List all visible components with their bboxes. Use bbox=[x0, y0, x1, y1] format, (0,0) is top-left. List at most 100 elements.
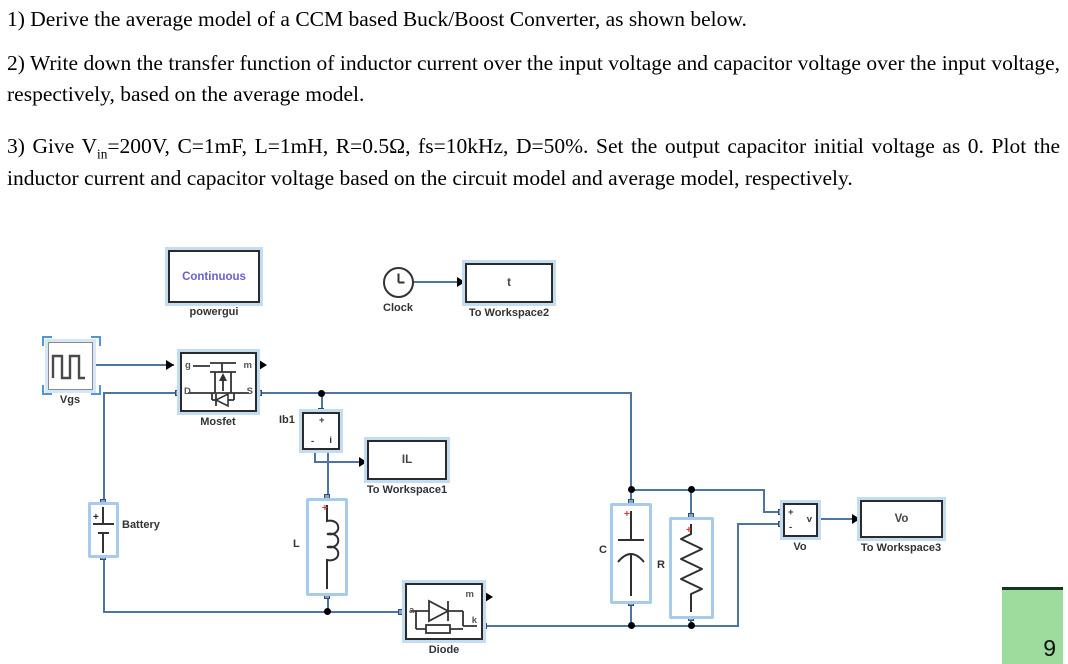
mosfet-block: g m D S bbox=[180, 352, 257, 412]
battery-block: + bbox=[88, 502, 119, 558]
wire-mosfet-d-v bbox=[103, 392, 105, 503]
to-workspace2-block: t bbox=[465, 263, 553, 303]
vin-subscript: in bbox=[97, 145, 108, 161]
wire-vo-plus-v bbox=[763, 489, 765, 513]
ib1-port-plus: + bbox=[319, 415, 325, 426]
capacitor-label: C bbox=[599, 544, 607, 556]
capacitor-plus-mark: + bbox=[624, 509, 630, 520]
diode-block: m a k bbox=[405, 583, 483, 640]
to-workspace1-block: IL bbox=[367, 440, 447, 480]
junction-dot bbox=[628, 486, 635, 493]
problem-item-2: 2) Write down the transfer function of i… bbox=[7, 51, 1060, 107]
battery-label: Battery bbox=[122, 519, 160, 531]
problem-item-3: 3) Give Vin=200V, C=1mF, L=1mH, R=0.5Ω, … bbox=[7, 131, 1060, 195]
wire-r-bottom bbox=[690, 616, 692, 627]
clock-block bbox=[383, 267, 414, 298]
inductor-plus-mark: + bbox=[322, 503, 328, 514]
to-workspace2-label: To Workspace2 bbox=[468, 307, 550, 319]
ib1-label: Ib1 bbox=[279, 414, 295, 426]
inductor-label: L bbox=[293, 538, 300, 550]
wire-bottom-right-rail bbox=[483, 625, 739, 627]
page-number-box: 9 bbox=[1002, 587, 1063, 664]
resistor-block: + bbox=[669, 517, 714, 619]
junction-dot bbox=[688, 622, 695, 629]
junction-dot bbox=[324, 608, 331, 615]
wire-top-right-rail bbox=[630, 489, 765, 491]
mosfet-port-s: S bbox=[246, 386, 253, 397]
diode-label: Diode bbox=[428, 644, 460, 656]
mosfet-m-port-arrow bbox=[259, 360, 267, 370]
arrow-into-to-workspace3 bbox=[852, 514, 860, 524]
wire-ib1-signal-v bbox=[314, 449, 316, 463]
problem-text: 1) Derive the average model of a CCM bas… bbox=[7, 4, 1060, 207]
to-workspace3-variable: Vo bbox=[894, 513, 909, 525]
ib1-port-i: i bbox=[329, 435, 332, 446]
mosfet-port-m: m bbox=[243, 360, 252, 371]
current-measurement-block: + - i bbox=[302, 412, 340, 450]
wire-vgs-to-mosfet bbox=[92, 364, 174, 366]
diode-port-k: k bbox=[471, 615, 477, 626]
problem-item-3-post: =200V, C=1mF, L=1mH, R=0.5Ω, fs=10kHz, D… bbox=[7, 133, 1061, 191]
clock-icon bbox=[397, 273, 405, 284]
wire-vo-minus-v bbox=[737, 523, 739, 627]
selection-corner-icon bbox=[42, 336, 52, 346]
wire-ib1-signal-h bbox=[314, 461, 359, 463]
wire-bottom-left-rail bbox=[103, 611, 401, 613]
to-workspace1-variable: IL bbox=[401, 454, 413, 466]
pulse-generator-icon bbox=[51, 354, 85, 380]
page-number: 9 bbox=[1043, 635, 1056, 661]
diode-m-port-arrow bbox=[485, 592, 493, 602]
resistor-plus-mark: + bbox=[686, 525, 692, 536]
powergui-label: powergui bbox=[189, 306, 239, 318]
vo-port-plus: + bbox=[788, 507, 794, 518]
wire-mosfet-s-h bbox=[257, 392, 632, 394]
selection-corner-icon bbox=[42, 385, 52, 395]
capacitor-icon bbox=[617, 511, 645, 596]
resistor-icon bbox=[680, 524, 703, 612]
wire-c-bottom bbox=[630, 602, 632, 627]
voltage-measurement-block: + - v bbox=[783, 503, 818, 537]
vo-port-minus: - bbox=[789, 522, 793, 533]
arrow-into-to-workspace2 bbox=[457, 277, 465, 287]
wire-mosfet-d-h bbox=[103, 392, 180, 394]
junction-dot bbox=[318, 390, 325, 397]
wire-vo-minus-h bbox=[737, 523, 783, 525]
powergui-mode: Continuous bbox=[182, 270, 246, 283]
ib1-port-minus: - bbox=[311, 436, 315, 447]
mosfet-port-g: g bbox=[185, 360, 191, 371]
arrow-into-mosfet-g bbox=[166, 360, 174, 370]
battery-icon bbox=[93, 507, 114, 553]
vo-port-v: v bbox=[806, 514, 812, 525]
diode-port-a: a bbox=[409, 605, 415, 616]
wire-l-bottom bbox=[327, 594, 329, 613]
inductor-block: + bbox=[306, 498, 348, 596]
vgs-block bbox=[48, 342, 93, 390]
mosfet-label: Mosfet bbox=[200, 416, 236, 428]
problem-item-3-pre: 3) Give V bbox=[7, 133, 97, 158]
clock-label: Clock bbox=[383, 302, 413, 314]
capacitor-block: + bbox=[610, 503, 652, 604]
arrow-into-to-workspace1 bbox=[359, 457, 367, 467]
wire-ib1-to-l bbox=[327, 449, 329, 498]
wire-vo-out bbox=[818, 518, 852, 520]
wire-c-top bbox=[630, 489, 632, 503]
resistor-label: R bbox=[657, 559, 665, 571]
inductor-coil-icon bbox=[326, 505, 340, 589]
port bbox=[398, 609, 404, 615]
junction-dot bbox=[628, 622, 635, 629]
wire-vo-plus-h bbox=[763, 511, 781, 513]
wire-clock-out bbox=[413, 281, 457, 283]
vo-meter-label: Vo bbox=[793, 541, 807, 553]
vgs-label: Vgs bbox=[59, 394, 81, 406]
diode-icon bbox=[411, 599, 477, 634]
wire-r-top bbox=[690, 489, 692, 517]
battery-plus-mark: + bbox=[93, 512, 99, 523]
mosfet-icon bbox=[188, 362, 249, 408]
selection-corner-icon bbox=[91, 336, 101, 346]
to-workspace3-block: Vo bbox=[860, 500, 943, 538]
wire-right-down-v bbox=[630, 392, 632, 491]
diode-port-m: m bbox=[465, 589, 474, 600]
to-workspace1-label: To Workspace1 bbox=[366, 484, 448, 496]
powergui-block: Continuous bbox=[168, 250, 260, 303]
